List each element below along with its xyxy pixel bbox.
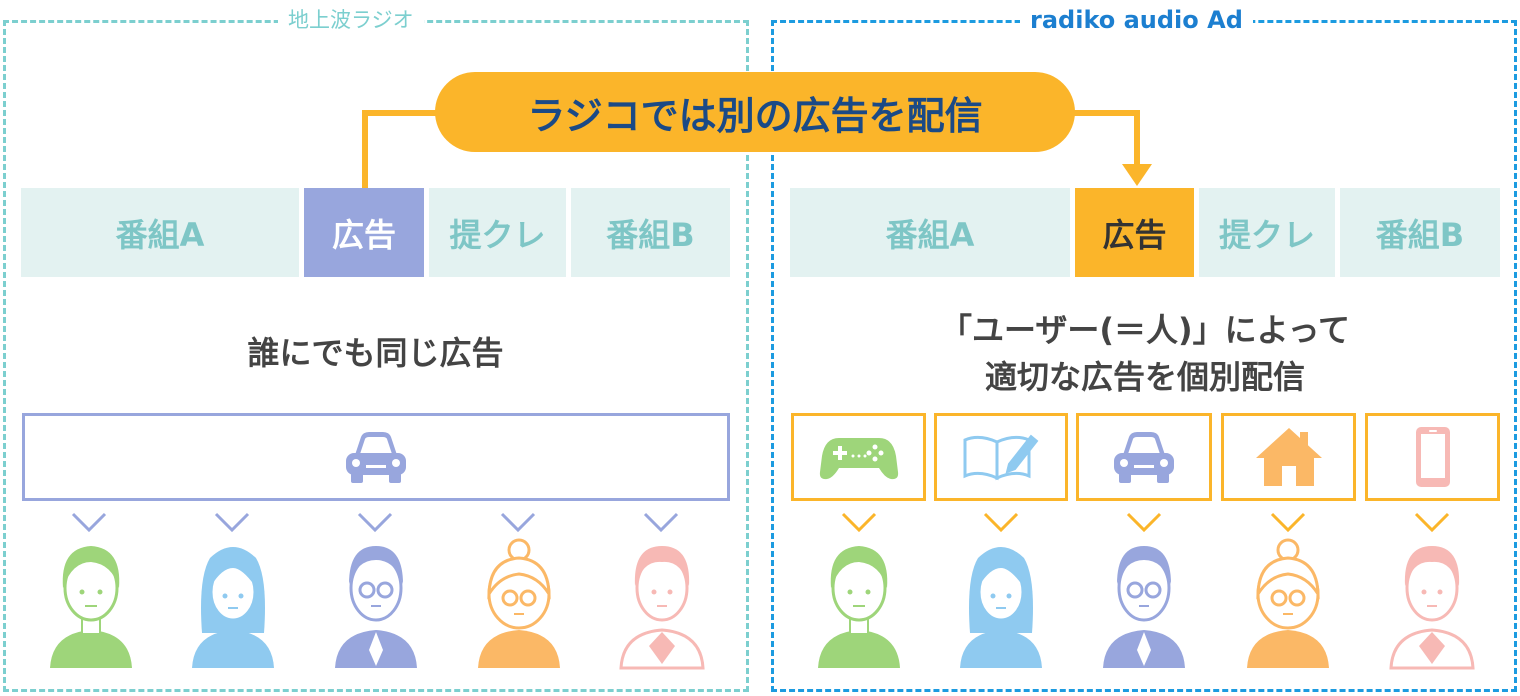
person-orange-icon	[1247, 538, 1329, 668]
book-pen-icon	[963, 434, 1039, 481]
person-pink-icon	[619, 546, 705, 670]
radiko-audio-ad-logo: radiko audio Ad	[1020, 6, 1253, 34]
chevron-down-icon	[643, 512, 679, 533]
person-navy-icon	[1103, 546, 1185, 668]
person-green-icon	[818, 546, 900, 668]
right-segment-program-b: 番組B	[1340, 188, 1500, 277]
left-segment-program-a: 番組A	[21, 188, 299, 277]
chevron-down-icon	[983, 512, 1019, 533]
connector-right-horizontal	[1068, 110, 1140, 116]
gamepad-icon	[819, 438, 898, 480]
right-ad-box-house	[1221, 413, 1356, 501]
left-shared-ad-box	[22, 413, 730, 501]
smartphone-icon	[1415, 427, 1450, 487]
person-blue-icon	[960, 547, 1042, 668]
left-segment-ad: 広告	[304, 188, 424, 277]
person-navy-icon	[335, 546, 417, 668]
car-icon	[1114, 432, 1174, 483]
person-blue-icon	[192, 547, 274, 668]
person-green-icon	[50, 546, 132, 668]
left-segment-program-b: 番組B	[571, 188, 730, 277]
chevron-down-icon	[357, 512, 393, 533]
chevron-down-icon	[500, 512, 536, 533]
person-orange-icon	[478, 538, 560, 668]
chevron-down-icon	[71, 512, 107, 533]
right-segment-sponsor-credit: 提クレ	[1199, 188, 1335, 277]
right-ad-box-game	[791, 413, 926, 501]
chevron-down-icon	[1414, 512, 1450, 533]
left-caption: 誰にでも同じ広告	[247, 334, 504, 372]
chevron-down-icon	[214, 512, 250, 533]
chevron-down-icon	[1126, 512, 1162, 533]
car-icon	[346, 432, 406, 483]
connector-right-vertical	[1134, 110, 1140, 168]
right-ad-box-car	[1076, 413, 1212, 501]
banner: ラジコでは別の広告を配信	[435, 72, 1075, 152]
connector-left-horizontal	[362, 110, 442, 116]
connector-arrow-head	[1122, 164, 1152, 186]
person-pink-icon	[1389, 546, 1475, 670]
right-ad-box-smartphone	[1365, 413, 1500, 501]
right-segment-program-a: 番組A	[790, 188, 1070, 277]
right-caption-line1: 「ユーザー(＝人)」によって	[939, 311, 1351, 349]
connector-left-vertical	[362, 110, 368, 188]
house-icon	[1255, 428, 1322, 486]
right-caption-line2: 適切な広告を個別配信	[984, 358, 1305, 396]
chevron-down-icon	[841, 512, 877, 533]
terrestrial-radio-title: 地上波ラジオ	[278, 6, 424, 34]
left-segment-sponsor-credit: 提クレ	[429, 188, 566, 277]
right-ad-box-book	[934, 413, 1068, 501]
right-segment-ad: 広告	[1075, 188, 1194, 277]
chevron-down-icon	[1270, 512, 1306, 533]
